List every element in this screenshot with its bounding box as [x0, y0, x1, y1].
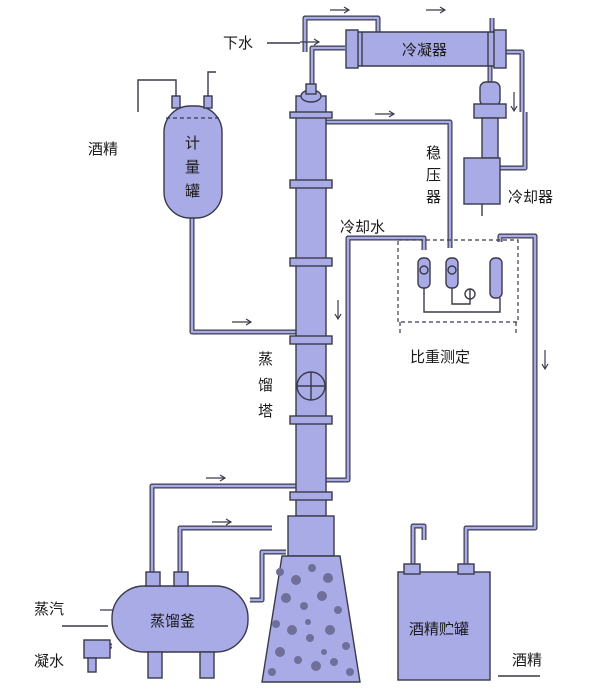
stabilizer-label-2: 压 — [426, 166, 441, 184]
distillation-column — [261, 83, 361, 683]
flow-arrows — [100, 6, 549, 614]
alcohol-outlet-label: 酒精 — [512, 651, 542, 669]
storage-tank-label: 酒精贮罐 — [409, 620, 469, 638]
column-label-char-2: 馏 — [258, 376, 273, 394]
cooling-water-label: 冷却水 — [340, 218, 385, 236]
still-label: 蒸馏釜 — [150, 612, 195, 630]
stabilizer-label-3: 器 — [426, 188, 441, 206]
column-packing — [268, 564, 354, 676]
stabilizer — [473, 81, 507, 159]
column-label-char-3: 塔 — [258, 402, 273, 420]
condenser-label: 冷凝器 — [402, 41, 447, 59]
storage-tank: 酒精贮罐 — [397, 563, 491, 681]
meter-tank: 计 量 罐 — [137, 71, 223, 219]
stabilizer-label-1: 稳 — [426, 144, 441, 162]
still-pot: 蒸馏釜 — [83, 571, 249, 679]
steam-label: 蒸汽 — [34, 600, 64, 618]
meter-tank-char-1: 计 — [185, 134, 200, 152]
cooler-label: 冷却器 — [508, 188, 553, 206]
cooler — [463, 157, 501, 216]
water-inlet-label: 下水 — [223, 34, 253, 52]
meter-tank-char-2: 量 — [185, 158, 200, 176]
gravity-test-label: 比重测定 — [410, 348, 470, 366]
condensate-label: 凝水 — [34, 652, 64, 670]
condenser: 冷凝器 — [345, 29, 507, 69]
piping — [62, 15, 540, 677]
alcohol-inlet-label: 酒精 — [88, 140, 118, 158]
column-label-char-1: 蒸 — [258, 350, 273, 368]
meter-tank-char-3: 罐 — [185, 182, 200, 200]
gravity-test-area — [397, 239, 519, 334]
